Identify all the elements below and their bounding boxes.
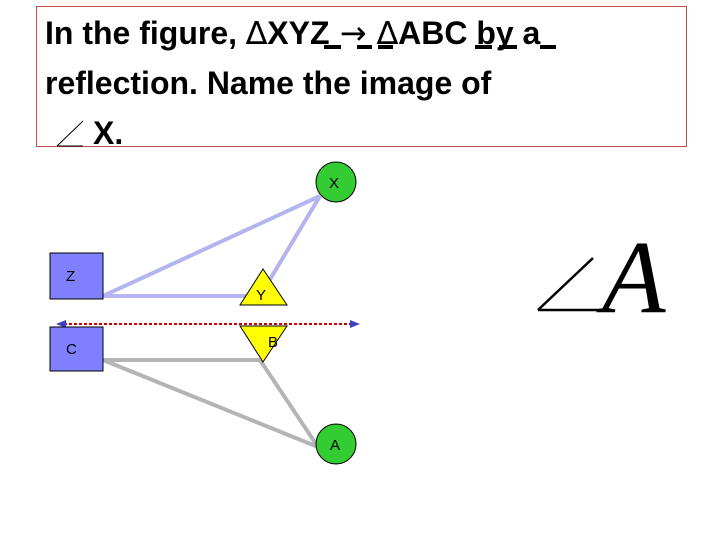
vertex-y-label: Y xyxy=(256,287,266,304)
angle-symbol-icon xyxy=(56,120,84,147)
delta-symbol-2: ∆ xyxy=(376,14,399,52)
vertex-a-label: A xyxy=(330,437,340,454)
vertex-x-label: X xyxy=(329,175,339,192)
vertex-y: Y xyxy=(239,268,288,306)
delta-symbol-1: ∆ xyxy=(245,14,268,52)
vertex-b: B xyxy=(239,325,288,363)
question-line-3: X. xyxy=(93,115,124,151)
question-line-2: reflection. Name the image of xyxy=(45,65,492,101)
vertex-c-label: C xyxy=(66,341,77,358)
mirror-line xyxy=(56,320,360,328)
vertex-b-label: B xyxy=(268,334,278,351)
triangle-abc-name: ABC xyxy=(398,15,468,51)
answer-angle-letter: A xyxy=(596,220,666,335)
question-line-1: In the figure, ∆XYZ → ∆ABC by a xyxy=(45,15,540,51)
triangle-abc-edges xyxy=(102,358,320,449)
question-prefix: In the figure, xyxy=(45,15,246,51)
question-box: In the figure, ∆XYZ → ∆ABC by a reflecti… xyxy=(36,6,687,151)
underline-marks xyxy=(324,45,556,49)
triangle-xyz-edges xyxy=(102,194,322,298)
answer-angle: A xyxy=(537,220,666,335)
answer-angle-icon xyxy=(537,257,602,312)
vertex-x: X xyxy=(315,161,357,203)
triangle-xyz-name: XYZ xyxy=(267,15,330,51)
vertex-z-label: Z xyxy=(66,268,75,285)
vertex-z: Z xyxy=(49,252,104,300)
vertex-c: C xyxy=(49,326,104,372)
vertex-a: A xyxy=(315,423,357,465)
